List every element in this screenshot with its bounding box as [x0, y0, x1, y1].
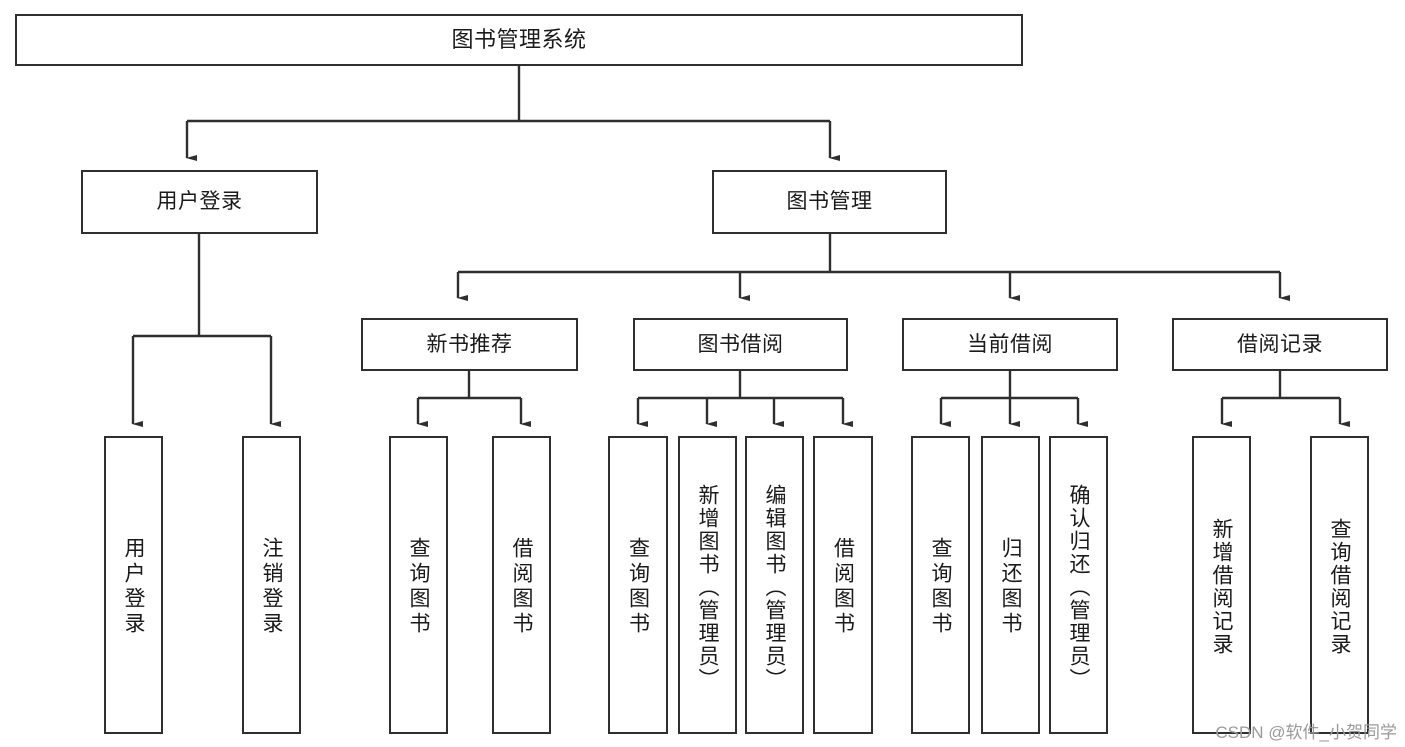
node-user-login[interactable]: 用户登录 [81, 170, 318, 234]
node-user-login-label: 用户登录 [156, 190, 243, 214]
leaf-borrow-query-book[interactable]: 查询图书 [608, 436, 668, 734]
leaf-current-confirm-return[interactable]: 确认归还（管理员） [1049, 436, 1108, 734]
leaf-label: 新增借阅记录 [1210, 518, 1233, 656]
leaf-new-book-borrow[interactable]: 借阅图书 [492, 436, 551, 734]
leaf-label: 新增图书（管理员） [696, 483, 719, 691]
leaf-current-return-book[interactable]: 归还图书 [981, 436, 1040, 734]
leaf-label: 编辑图书（管理员） [763, 483, 786, 691]
leaf-current-query-book[interactable]: 查询图书 [911, 436, 970, 734]
leaf-new-book-query[interactable]: 查询图书 [389, 436, 448, 734]
leaf-record-query-record[interactable]: 查询借阅记录 [1310, 436, 1369, 734]
node-new-book-recommend[interactable]: 新书推荐 [361, 318, 578, 371]
leaf-record-add-record[interactable]: 新增借阅记录 [1192, 436, 1251, 734]
node-book-management-label: 图书管理 [786, 190, 873, 214]
node-borrow-record-label: 借阅记录 [1237, 332, 1323, 356]
leaf-label: 确认归还（管理员） [1067, 483, 1090, 691]
leaf-label: 查询图书 [929, 537, 952, 637]
node-root[interactable]: 图书管理系统 [15, 14, 1023, 66]
leaf-label: 借阅图书 [510, 537, 533, 637]
node-book-management[interactable]: 图书管理 [712, 170, 947, 234]
leaf-user-login-login[interactable]: 用户登录 [104, 436, 163, 734]
leaf-borrow-borrow-book[interactable]: 借阅图书 [813, 436, 873, 734]
leaf-label: 借阅图书 [831, 537, 855, 637]
leaf-label: 查询借阅记录 [1328, 518, 1351, 656]
leaf-borrow-edit-book[interactable]: 编辑图书（管理员） [745, 436, 804, 734]
leaf-label: 查询图书 [626, 537, 650, 637]
leaf-label: 查询图书 [407, 537, 430, 637]
node-new-book-recommend-label: 新书推荐 [426, 332, 513, 356]
node-borrow-record[interactable]: 借阅记录 [1172, 318, 1388, 371]
csdn-watermark: CSDN @软件_小贺同学 [1215, 723, 1397, 742]
node-current-borrow-label: 当前借阅 [967, 332, 1053, 356]
node-book-borrow[interactable]: 图书借阅 [633, 318, 848, 371]
leaf-borrow-add-book[interactable]: 新增图书（管理员） [678, 436, 737, 734]
node-root-label: 图书管理系统 [451, 26, 587, 52]
node-book-borrow-label: 图书借阅 [697, 332, 784, 356]
leaf-label: 注销登录 [260, 537, 283, 637]
node-current-borrow[interactable]: 当前借阅 [902, 318, 1118, 371]
leaf-label: 用户登录 [122, 537, 145, 637]
leaf-user-login-logout[interactable]: 注销登录 [242, 436, 301, 734]
leaf-label: 归还图书 [999, 537, 1022, 637]
